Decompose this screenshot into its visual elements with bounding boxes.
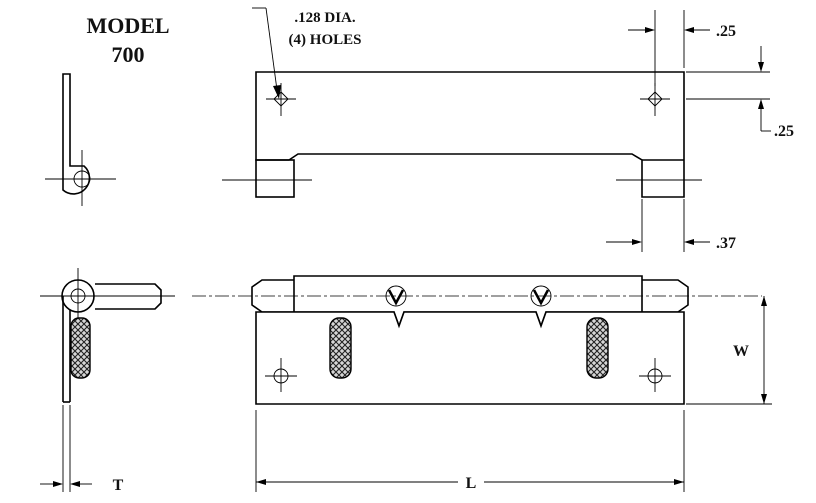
front-view [192,275,762,405]
dim-width [686,296,772,405]
knurled-pin-right [586,317,609,379]
model-title-line1: MODEL [86,13,169,38]
hole-marker-top-left [266,83,296,116]
knurled-pin-side [70,317,91,379]
hole-marker-bottom-right [639,358,671,392]
hole-marker-bottom-left [265,358,297,392]
hole-marker-top-right [640,83,670,116]
hole-note-line1: .128 DIA. [294,10,356,26]
dim-tab-width [606,199,710,252]
hole-note-line2: (4) HOLES [289,32,362,48]
v-marker-left [385,285,407,307]
knurled-pin-left [329,317,352,379]
dim-label-tab-width: .37 [716,235,736,252]
side-view-bottom [40,268,175,403]
v-marker-right [530,285,552,307]
dim-label-right-side: .25 [774,123,794,140]
dim-top-right [628,10,710,86]
side-view-top [45,73,116,206]
dim-label-thickness: T [113,477,124,494]
dim-thickness [40,405,92,492]
hole-leader [252,7,281,99]
dim-label-width: W [733,343,749,360]
dim-label-length: L [466,475,477,492]
model-title-line2: 700 [112,42,145,67]
dim-right-side [686,46,771,132]
dim-label-top-right: .25 [716,23,736,40]
top-view [222,71,702,198]
